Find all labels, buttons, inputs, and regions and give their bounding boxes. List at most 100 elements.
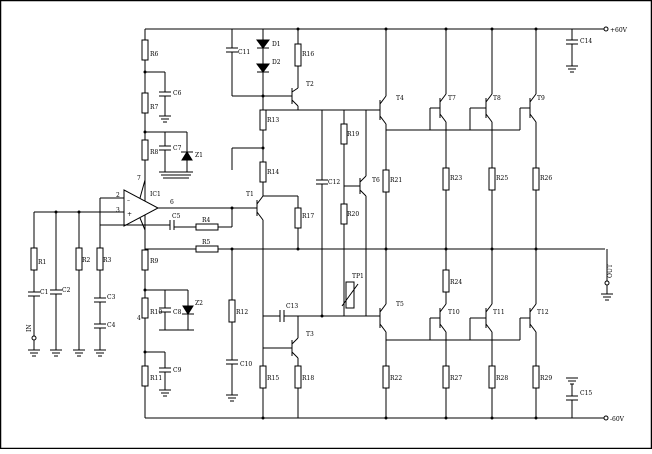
label-r14: R14 <box>267 169 279 176</box>
resistor-r29 <box>532 365 540 389</box>
label-r11: R11 <box>150 375 162 382</box>
label-r8: R8 <box>150 149 159 156</box>
resistor-r18 <box>294 365 302 389</box>
label-r17: R17 <box>302 213 314 220</box>
label-z1: Z1 <box>195 152 203 159</box>
resistor-r17 <box>294 207 302 229</box>
label-c11: C11 <box>238 49 250 56</box>
label-t10: T10 <box>448 309 460 316</box>
label-t6: T6 <box>372 177 380 184</box>
label-c9: C9 <box>173 367 182 374</box>
resistor-r15 <box>259 365 267 389</box>
opamp-minus: – <box>127 197 130 204</box>
label-c4: C4 <box>107 322 116 329</box>
label-z2: Z2 <box>195 300 203 307</box>
label-t4: T4 <box>396 95 404 102</box>
input-terminal <box>31 335 37 341</box>
resistor-r7 <box>141 92 149 114</box>
label-r22: R22 <box>390 375 402 382</box>
diode-d2 <box>256 63 270 73</box>
label-r13: R13 <box>267 117 279 124</box>
negative-rail-label: -60V <box>610 416 625 423</box>
resistor-r21 <box>382 169 390 193</box>
resistor-r25 <box>488 167 496 191</box>
resistor-r12 <box>228 299 236 323</box>
positive-rail-label: +60V <box>610 27 628 34</box>
label-c8: C8 <box>173 309 182 316</box>
resistor-r10 <box>141 297 149 319</box>
label-r23: R23 <box>450 175 462 182</box>
label-d2: D2 <box>272 59 281 66</box>
label-r18: R18 <box>302 375 314 382</box>
label-r4: R4 <box>202 217 211 224</box>
resistor-r5 <box>195 245 219 253</box>
label-t9: T9 <box>537 95 545 102</box>
label-r19: R19 <box>347 131 359 138</box>
label-r24: R24 <box>450 279 462 286</box>
label-t12: T12 <box>537 309 549 316</box>
label-r29: R29 <box>540 375 552 382</box>
label-c13: C13 <box>286 303 298 310</box>
resistor-r16 <box>294 43 302 67</box>
label-r1: R1 <box>38 259 46 266</box>
label-c1: C1 <box>40 289 48 296</box>
resistor-r24 <box>442 269 450 293</box>
resistor-r9 <box>141 249 149 271</box>
label-pin6: 6 <box>170 199 174 206</box>
resistor-r22 <box>382 365 390 389</box>
diode-d1 <box>256 39 270 49</box>
label-d1: D1 <box>272 41 281 48</box>
label-r6: R6 <box>150 51 159 58</box>
resistor-r1 <box>30 247 38 271</box>
label-r16: R16 <box>302 51 314 58</box>
zener-z2 <box>182 305 194 315</box>
label-r20: R20 <box>347 211 359 218</box>
resistor-r8 <box>141 139 149 161</box>
label-r28: R28 <box>496 375 508 382</box>
label-r2: R2 <box>82 257 91 264</box>
resistor-r27 <box>442 365 450 389</box>
label-pin7: 7 <box>137 175 141 182</box>
negative-terminal <box>603 415 609 421</box>
label-c12: C12 <box>328 179 340 186</box>
opamp-ic1 <box>123 189 160 227</box>
label-t3: T3 <box>306 331 314 338</box>
label-t8: T8 <box>493 95 501 102</box>
resistor-r4 <box>195 223 219 231</box>
label-r10: R10 <box>150 309 162 316</box>
label-c3: C3 <box>107 294 116 301</box>
resistor-r14 <box>259 161 267 183</box>
resistor-r28 <box>488 365 496 389</box>
opamp-plus: + <box>127 211 132 218</box>
label-c10: C10 <box>240 361 252 368</box>
label-r9: R9 <box>150 258 159 265</box>
label-r7: R7 <box>150 104 159 111</box>
resistor-r11 <box>141 365 149 387</box>
label-r5: R5 <box>202 239 211 246</box>
output-terminal <box>604 280 610 286</box>
label-t7: T7 <box>448 95 456 102</box>
resistor-r6 <box>141 39 149 61</box>
label-c14: C14 <box>580 38 592 45</box>
label-r25: R25 <box>496 175 508 182</box>
label-c2: C2 <box>62 287 71 294</box>
label-r21: R21 <box>390 177 402 184</box>
resistor-r13 <box>259 109 267 131</box>
label-c7: C7 <box>173 145 182 152</box>
label-t2: T2 <box>306 81 314 88</box>
label-c15: C15 <box>580 390 592 397</box>
label-t5: T5 <box>396 301 404 308</box>
label-r12: R12 <box>236 309 248 316</box>
label-pin2: 2 <box>116 192 120 199</box>
label-c5: C5 <box>172 213 181 220</box>
resistor-r23 <box>442 167 450 191</box>
label-r15: R15 <box>267 375 279 382</box>
input-label: IN <box>26 324 33 332</box>
label-c6: C6 <box>173 90 182 97</box>
label-r27: R27 <box>450 375 462 382</box>
zener-z1 <box>181 151 193 161</box>
positive-terminal <box>603 26 609 32</box>
label-pin4: 4 <box>137 315 141 322</box>
